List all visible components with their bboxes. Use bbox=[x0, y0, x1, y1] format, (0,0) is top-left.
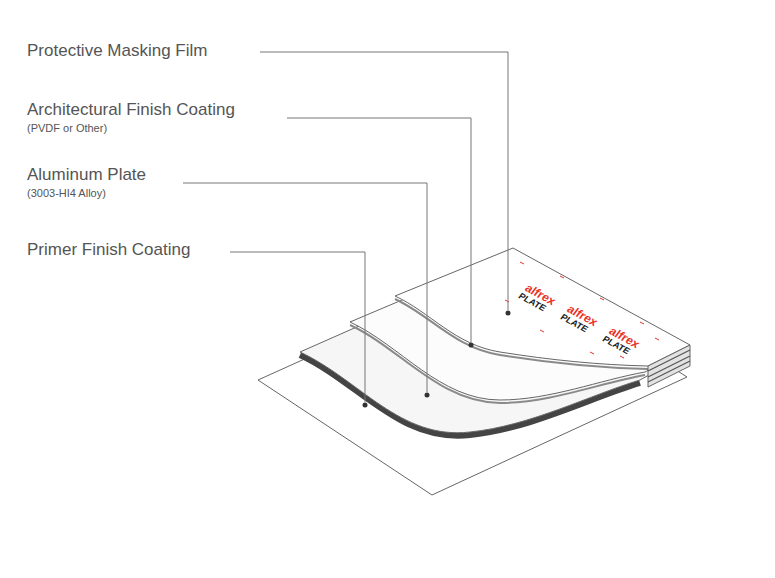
stack-stripes bbox=[648, 350, 690, 382]
masking-film bbox=[395, 248, 690, 366]
part-name: Primer Finish Coating bbox=[27, 240, 190, 260]
part-name: Aluminum Plate bbox=[27, 165, 146, 185]
part-name: Protective Masking Film bbox=[27, 41, 207, 61]
film-print-marks bbox=[505, 262, 659, 358]
part-note: (PVDF or Other) bbox=[27, 122, 107, 135]
stack-end bbox=[648, 345, 690, 387]
part-name: Architectural Finish Coating bbox=[27, 100, 235, 120]
part-note: (3003-HI4 Alloy) bbox=[27, 187, 106, 200]
leader-dots bbox=[363, 311, 511, 408]
